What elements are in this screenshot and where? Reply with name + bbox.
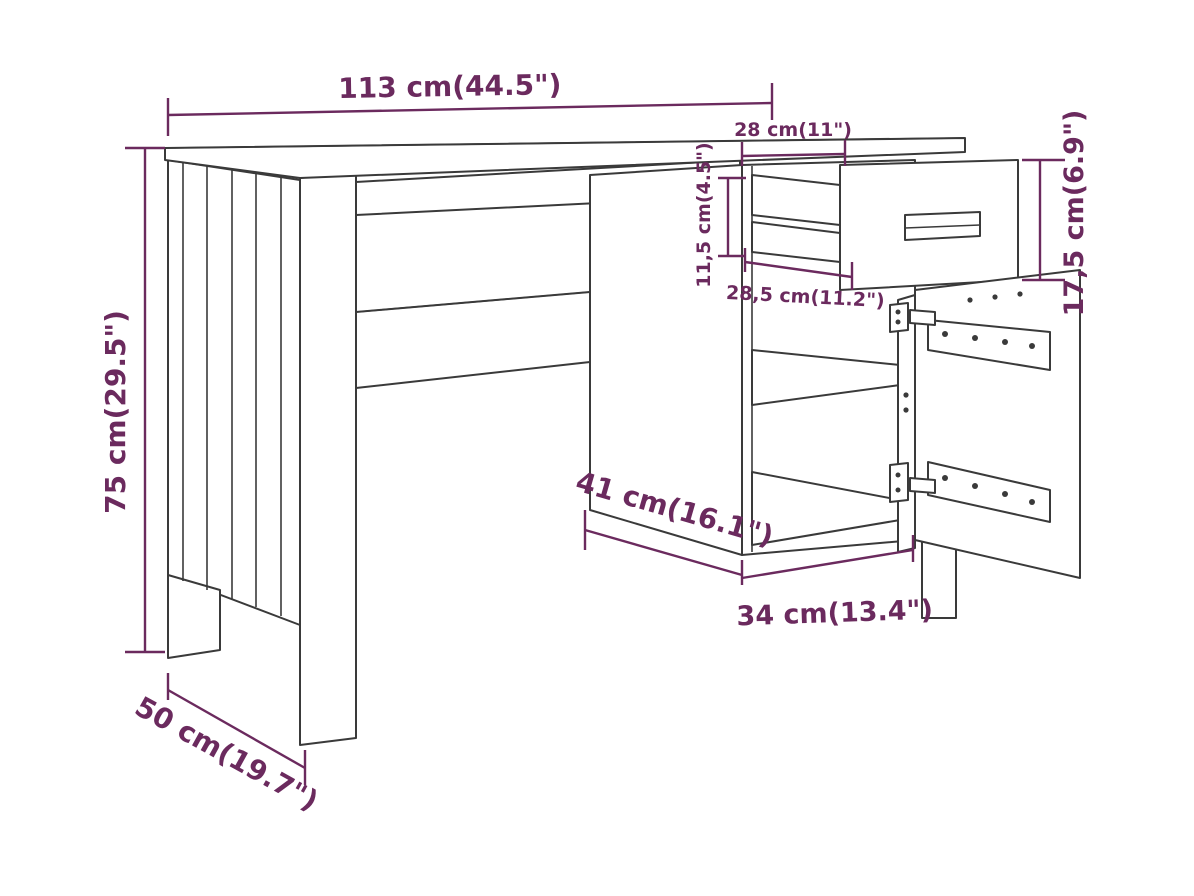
width-label: 113 cm(44.5") bbox=[338, 68, 562, 105]
board-holes bbox=[942, 291, 1035, 505]
cabinet-back-panel bbox=[914, 269, 1081, 579]
dimension-lines bbox=[125, 83, 1065, 785]
hinge-upper bbox=[889, 302, 936, 333]
depth-label: 50 cm(19.7") bbox=[129, 690, 323, 818]
open-door bbox=[897, 294, 916, 553]
side-slats bbox=[182, 163, 282, 616]
drawer-runner-upper bbox=[751, 174, 841, 226]
left-back-leg bbox=[167, 574, 221, 659]
desk bbox=[164, 137, 1081, 746]
drawer-front-height-label: 17,5 cm(6.9") bbox=[1059, 110, 1090, 317]
left-front-leg bbox=[299, 171, 357, 746]
stretcher-rail bbox=[355, 291, 591, 389]
cabinet-width-label: 34 cm(13.4") bbox=[736, 595, 933, 633]
hinge-lower bbox=[889, 462, 936, 503]
door-board-upper bbox=[927, 319, 1051, 371]
drawer-height-label: 11,5 cm(4.5") bbox=[693, 142, 715, 287]
drawer-width-label: 28 cm(11") bbox=[734, 119, 852, 141]
height-label: 75 cm(29.5") bbox=[99, 310, 132, 514]
